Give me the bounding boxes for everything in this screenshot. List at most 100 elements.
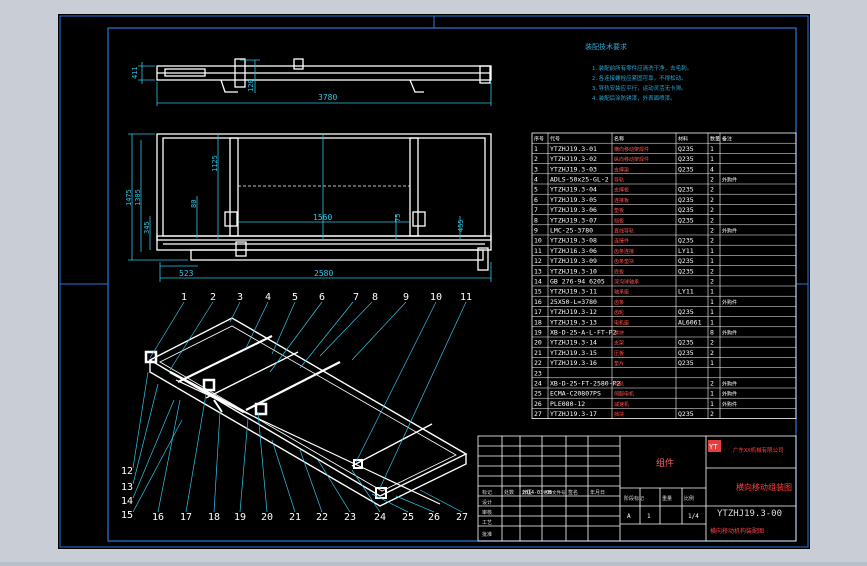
dim-top-width: 3780 bbox=[318, 93, 337, 102]
bom-cell: Q235 bbox=[678, 186, 694, 194]
bom-cell: 2 bbox=[710, 176, 714, 184]
bom-cell: 外购件 bbox=[722, 299, 737, 306]
bom-cell: PLE080-12 bbox=[550, 400, 585, 408]
bom-cell: Q235 bbox=[678, 145, 694, 153]
bom-cell: 6 bbox=[534, 196, 538, 204]
bom-cell: Q235 bbox=[678, 349, 694, 357]
drawing-subtitle: 横向移动机构装配图 bbox=[710, 527, 764, 535]
bom-row[interactable]: 23 bbox=[534, 369, 542, 377]
bom-cell: LMC-25-3780 bbox=[550, 227, 593, 235]
bom-cell: 24 bbox=[534, 380, 542, 388]
bom-cell: 垫板 bbox=[614, 207, 624, 214]
plan-view[interactable] bbox=[156, 133, 492, 271]
balloon-27: 27 bbox=[456, 512, 468, 523]
dim-plan-d2: 345 bbox=[143, 221, 151, 234]
tb-sheet-1: 1 bbox=[647, 513, 651, 520]
bom-cell: 挡板 bbox=[614, 217, 624, 224]
tb-role-0: 标记 bbox=[482, 489, 492, 496]
bom-cell: 23 bbox=[534, 369, 542, 377]
tb-scale-label: 比例 bbox=[684, 495, 694, 502]
bom-cell: 外购件 bbox=[722, 381, 737, 388]
bom-cell: AL6061 bbox=[678, 318, 702, 326]
title-block[interactable] bbox=[477, 435, 797, 542]
bom-cell: 22 bbox=[534, 359, 542, 367]
tech-note-1: 1.装配前所有零件应清洗干净，去毛刺。 bbox=[592, 64, 692, 72]
bom-cell: 材料 bbox=[678, 136, 688, 143]
tb-stage-label: 阶段标记 bbox=[624, 495, 644, 502]
bom-cell: 轴承座 bbox=[614, 289, 629, 296]
bom-cell: 1 bbox=[710, 288, 714, 296]
balloon-7: 7 bbox=[353, 292, 359, 303]
bom-cell: 2 bbox=[710, 227, 714, 235]
technical-requirements: 装配技术要求 1.装配前所有零件应清洗干净，去毛刺。 2.各连接螺栓应紧固可靠，… bbox=[585, 42, 692, 102]
bom-cell: 垫片 bbox=[614, 360, 624, 367]
balloon-12: 12 bbox=[121, 466, 133, 477]
dim-top-h2: 120 bbox=[247, 79, 255, 92]
balloon-24: 24 bbox=[374, 512, 386, 523]
bom-cell: 27 bbox=[534, 410, 542, 418]
front-view[interactable] bbox=[156, 58, 492, 93]
tb-role-4: 签名 bbox=[568, 489, 578, 496]
dim-plan-d1: 80 bbox=[190, 200, 198, 208]
balloon-22: 22 bbox=[316, 512, 328, 523]
bom-cell: 齿条垫块 bbox=[614, 258, 634, 265]
bom-cell: 数量 bbox=[710, 136, 720, 143]
isometric-view[interactable] bbox=[144, 317, 468, 507]
bom-cell: 26 bbox=[534, 400, 542, 408]
bom-cell: 14 bbox=[534, 278, 542, 286]
bom-cell: 电机座 bbox=[614, 319, 629, 326]
bom-cell: 直线导轨 bbox=[614, 228, 634, 235]
plan-view-dimensions bbox=[128, 133, 492, 282]
bom-cell: 1 bbox=[710, 308, 714, 316]
tech-note-3: 3.导轨安装应平行，运动灵活无卡滞。 bbox=[592, 84, 687, 92]
bom-cell: 20 bbox=[534, 339, 542, 347]
balloon-21: 21 bbox=[289, 512, 301, 523]
bom-cell: 2 bbox=[710, 196, 714, 204]
balloon-13: 13 bbox=[121, 482, 133, 493]
bom-cell: 外购件 bbox=[722, 177, 737, 184]
balloon-3: 3 bbox=[237, 292, 243, 303]
tech-note-4: 4.装配后涂防锈漆，外表面喷漆。 bbox=[592, 94, 676, 102]
bom-cell: YTZHJ19.3-17 bbox=[550, 410, 597, 418]
bom-cell: 16 bbox=[534, 298, 542, 306]
balloon-6: 6 bbox=[319, 292, 325, 303]
bom-cell: 2 bbox=[710, 410, 714, 418]
bom-cell: 2 bbox=[710, 349, 714, 357]
bom-cell: 外购件 bbox=[722, 330, 737, 337]
bom-header-row[interactable]: 序号代号名称材料数量备注 bbox=[534, 136, 732, 143]
bom-cell: GB 276-94 6205 bbox=[550, 278, 605, 286]
bom-cell: 底板 bbox=[614, 268, 624, 275]
bom-cell: 8 bbox=[534, 216, 538, 224]
